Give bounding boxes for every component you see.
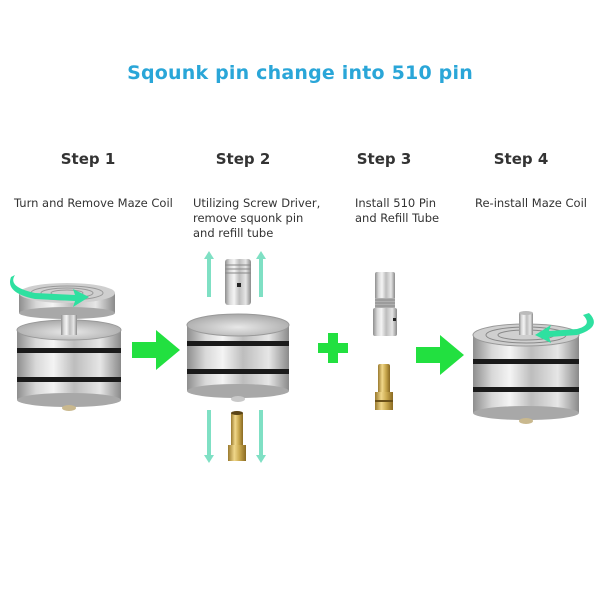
step-3-description: Install 510 Pin and Refill Tube: [355, 196, 440, 225]
squonk-pin: [225, 259, 251, 305]
step-4-heading: Step 4: [493, 150, 549, 168]
pin-510: [373, 272, 397, 336]
step-3-illustration: [373, 272, 397, 410]
step-2-illustration: [186, 251, 290, 463]
plus-icon: [318, 333, 348, 363]
arrow-down-icon: [256, 410, 266, 463]
step-2-heading: Step 2: [215, 150, 271, 168]
arrow-up-icon: [204, 251, 214, 297]
refill-tube-brass: [375, 364, 393, 410]
assembled-deck: [472, 311, 580, 424]
step-2-description: Utilizing Screw Driver, remove squonk pi…: [193, 196, 321, 240]
refill-tube: [228, 411, 246, 461]
deck-body: [16, 315, 122, 411]
arrow-right-icon: [132, 330, 180, 370]
arrow-down-icon: [204, 410, 214, 463]
rotate-arrow-icon: [535, 313, 594, 343]
step-1-description: Turn and Remove Maze Coil: [14, 196, 173, 210]
arrow-up-icon: [256, 251, 266, 297]
step-4-illustration: [472, 311, 594, 424]
rotate-arrow-icon: [10, 275, 89, 307]
step-1-illustration: [10, 275, 122, 411]
page-title: Sqounk pin change into 510 pin: [127, 62, 473, 84]
step-1-heading: Step 1: [60, 150, 116, 168]
maze-coil: [19, 283, 115, 319]
step-4-description: Re-install Maze Coil: [475, 196, 587, 210]
step-3-heading: Step 3: [356, 150, 412, 168]
arrow-right-icon: [416, 335, 464, 375]
deck-body: [186, 313, 290, 402]
